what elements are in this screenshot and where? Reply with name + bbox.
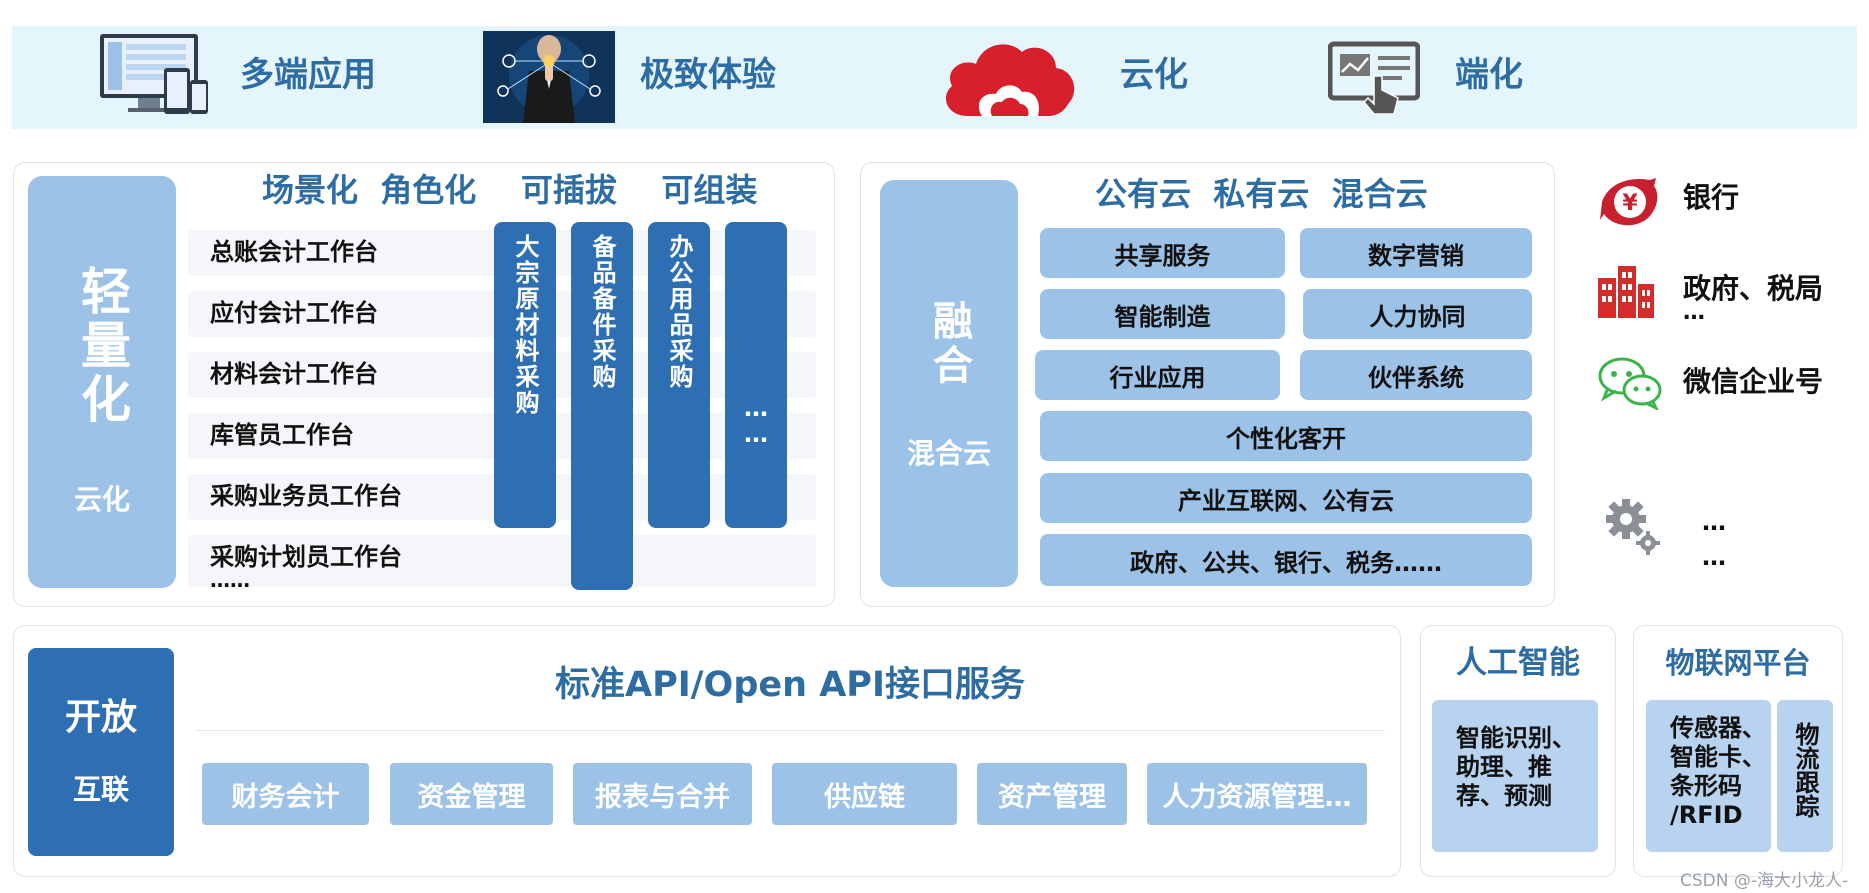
fusion-wide-pill: 个性化客开 [1040, 411, 1532, 461]
partner-more: … [1702, 508, 1726, 536]
module-pill-funds: 资金管理 [390, 763, 553, 825]
lightweight-title-box: 轻量化 云化 [28, 176, 176, 588]
svg-text:¥: ¥ [1622, 191, 1638, 216]
ai-content-line: 荐、预测 [1456, 782, 1552, 810]
scenario-column: … … [725, 222, 787, 528]
iot-content-line: 条形码 [1670, 772, 1742, 800]
banner-label-cloud: 云化 [1120, 55, 1188, 95]
scenario-column-more: … [744, 394, 768, 422]
workbench-row-label: 应付会计工作台 [210, 299, 378, 327]
fusion-header: 公有云 私有云 混合云 [1095, 175, 1428, 213]
iot-content-line: 传感器、 [1670, 714, 1766, 742]
module-pill-hr: 人力资源管理… [1147, 763, 1367, 825]
ai-content-line: 智能识别、 [1456, 724, 1576, 752]
fusion-wide-pill: 政府、公共、银行、税务…… [1040, 534, 1532, 586]
iot-content-box: 传感器、 智能卡、 条形码 /RFID [1646, 700, 1771, 852]
iot-content-line: 智能卡、 [1670, 743, 1766, 771]
open-title: 开放 [64, 697, 137, 738]
partner-label-bank: 银行 [1683, 181, 1740, 214]
open-api-header: 标准API/Open API接口服务 [555, 665, 1025, 705]
workbench-row-label: 材料会计工作台 [210, 360, 378, 388]
scenario-column-label: 办公用品采购 [665, 234, 693, 390]
open-subtitle: 互联 [72, 773, 129, 806]
terminal-touch-icon [1327, 40, 1421, 115]
fusion-service-pill: 智能制造 [1040, 289, 1285, 339]
touch-experience-icon [483, 31, 615, 123]
module-pill-report: 报表与合并 [573, 763, 752, 825]
divider [195, 730, 1385, 731]
banner-label-terminal: 端化 [1455, 55, 1523, 95]
fusion-service-pill: 人力协同 [1303, 289, 1532, 339]
fusion-service-pill: 数字营销 [1300, 228, 1532, 278]
open-title-box: 开放 互联 [28, 648, 174, 856]
lightweight-subtitle: 云化 [73, 483, 130, 516]
fusion-service-pill: 共享服务 [1040, 228, 1285, 278]
ai-content-box: 智能识别、 助理、推 荐、预测 [1432, 700, 1598, 852]
banner-label-experience: 极致体验 [640, 55, 776, 95]
partner-more: … [1702, 543, 1726, 571]
scenario-column-label: 备品备件采购 [588, 234, 616, 390]
workbench-row-label: 采购计划员工作台 [210, 543, 402, 571]
scenario-column: 办公用品采购 [648, 222, 710, 528]
fusion-service-pill: 伙伴系统 [1300, 350, 1532, 400]
scenario-column-label: 大宗原材料采购 [511, 234, 539, 416]
iot-side-box: 物流跟踪 [1777, 700, 1833, 852]
scenario-column: 大宗原材料采购 [494, 222, 556, 528]
watermark: CSDN @-海大小龙人- [1680, 871, 1849, 891]
fusion-service-pill: 行业应用 [1035, 350, 1280, 400]
fusion-vertical-title: 融合 [926, 300, 972, 388]
iot-title: 物联网平台 [1665, 646, 1811, 680]
iot-side-label: 物流跟踪 [1791, 722, 1819, 818]
workbench-row-more: …… [210, 568, 250, 592]
open-api-panel [13, 625, 1401, 877]
workbench-row-label: 库管员工作台 [210, 421, 354, 449]
gear-icon [1604, 495, 1660, 555]
partner-label-wechat: 微信企业号 [1683, 365, 1824, 398]
ai-content-line: 助理、推 [1456, 753, 1552, 781]
wechat-icon [1598, 356, 1662, 412]
banner-label-multi-device: 多端应用 [240, 55, 376, 95]
multi-device-icon [98, 32, 210, 122]
module-pill-assets: 资产管理 [977, 763, 1127, 825]
bank-icon: ¥ [1598, 174, 1660, 230]
fusion-subtitle: 混合云 [906, 437, 991, 470]
lightweight-vertical-title: 轻量化 [73, 265, 131, 427]
fusion-wide-pill: 产业互联网、公有云 [1040, 473, 1532, 523]
government-building-icon [1596, 264, 1656, 320]
scenario-column: 备品备件采购 [571, 222, 633, 590]
partner-label-government-more: … [1683, 300, 1705, 325]
cloud-icon [938, 34, 1080, 120]
lightweight-header: 场景化 角色化 可插拔 可组装 [262, 171, 758, 209]
module-pill-finance: 财务会计 [202, 763, 369, 825]
ai-title: 人工智能 [1456, 645, 1580, 681]
fusion-title-box: 融合 混合云 [880, 180, 1018, 587]
table-row [188, 535, 816, 587]
iot-content-line: /RFID [1670, 801, 1743, 829]
scenario-column-more: … [744, 420, 768, 448]
partner-label-government: 政府、税局 [1683, 272, 1824, 305]
workbench-row-label: 采购业务员工作台 [210, 482, 402, 510]
top-banner [12, 26, 1857, 129]
workbench-row-label: 总账会计工作台 [210, 238, 378, 266]
module-pill-supply: 供应链 [772, 763, 957, 825]
